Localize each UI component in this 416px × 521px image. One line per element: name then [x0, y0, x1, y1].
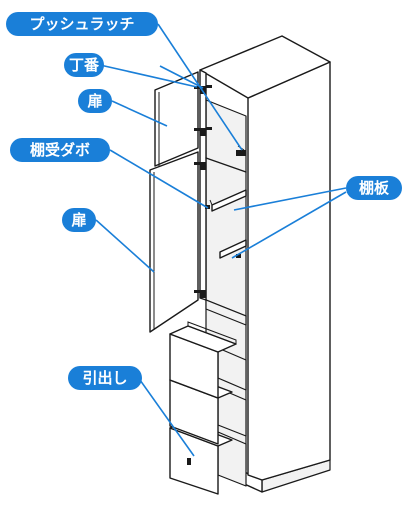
leader-lines: [95, 23, 347, 457]
label-shelf-pin: 棚受ダボ: [10, 138, 110, 162]
leader-door-upper: [111, 100, 168, 127]
leader-drawer: [139, 379, 195, 457]
push-latch-part: [236, 150, 246, 156]
label-door-upper: 扉: [78, 89, 112, 113]
leader-shelf-pin: [109, 149, 209, 209]
label-drawer-text: 引出し: [82, 369, 127, 387]
leader-door-lower: [95, 219, 155, 273]
lower-door: [149, 151, 199, 333]
hinge-lower-bottom: [194, 290, 206, 298]
leader-shelf-board-2: [231, 191, 347, 259]
label-shelf-board: 棚板: [346, 176, 402, 200]
hinge-upper-top: [194, 85, 212, 94]
shelf-board-1-back: [209, 199, 213, 206]
label-door-lower-text: 扉: [70, 211, 86, 229]
label-hinge: 丁番: [64, 53, 104, 77]
shelf-board-1: [211, 189, 247, 212]
label-shelf-pin-text: 棚受ダボ: [30, 141, 90, 159]
shelf-pin-2: [236, 254, 241, 258]
hinge-lower-top: [194, 162, 206, 170]
compartment-divider: [205, 157, 247, 173]
cabinet-left-edge: [199, 69, 207, 301]
leader-hinge-1: [99, 64, 198, 88]
cabinet-top: [199, 35, 331, 99]
cabinet-illustration: [149, 35, 331, 495]
leader-hinge-2: [159, 65, 204, 89]
label-push-latch: プッシュラッチ: [6, 12, 158, 36]
drawer-cavity: [205, 299, 247, 326]
label-drawer: 引出し: [68, 366, 142, 390]
label-hinge-text: 丁番: [69, 56, 100, 74]
drawer-1: [169, 321, 247, 399]
label-push-latch-text: プッシュラッチ: [29, 15, 134, 33]
cabinet-right-side: [247, 61, 331, 481]
label-door-lower: 扉: [62, 208, 96, 232]
shelf-board-2: [219, 239, 247, 259]
leader-shelf-board-1: [233, 187, 347, 211]
label-shelf-board-text: 棚板: [359, 179, 390, 197]
label-door-upper-text: 扉: [86, 92, 102, 110]
hinge-upper-bottom: [194, 127, 212, 136]
